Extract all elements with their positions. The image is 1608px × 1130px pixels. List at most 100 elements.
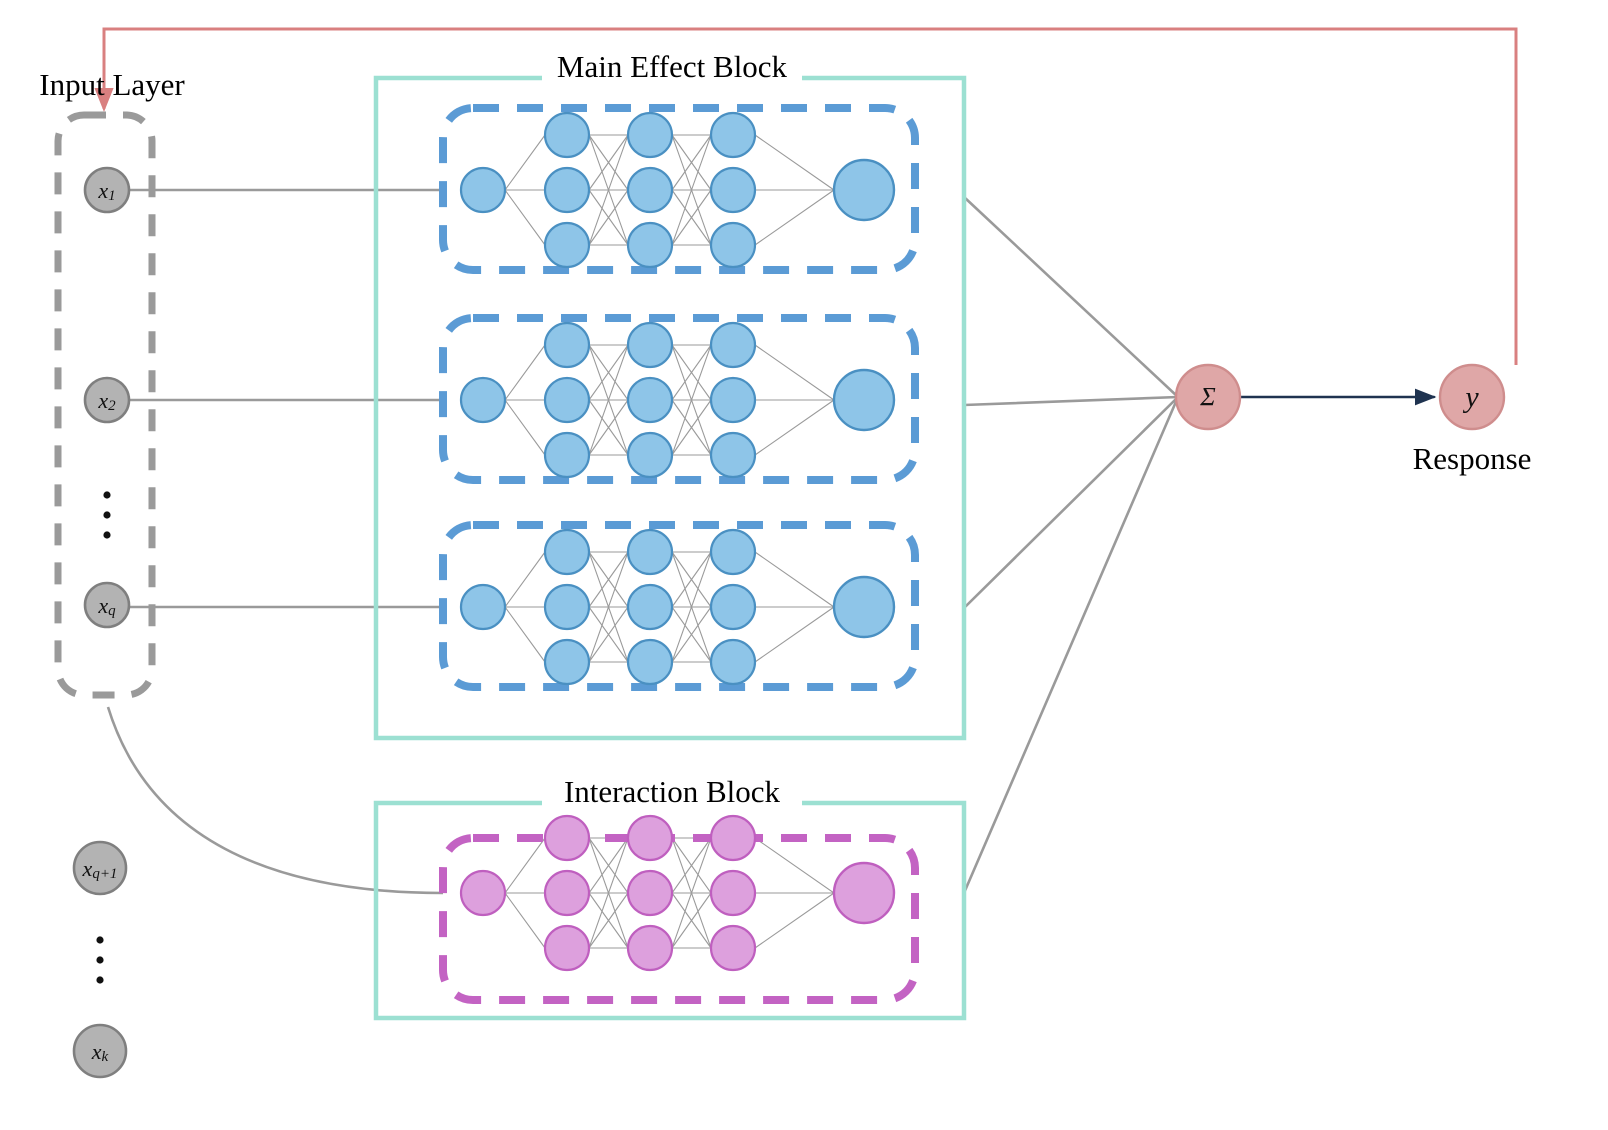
interaction-subnet-1-hidden-1-1 — [543, 814, 591, 862]
input-ellipsis-boxed — [103, 491, 111, 539]
interaction-subnet-1-edge-h2-h3 — [671, 837, 712, 949]
input-node-label-x1: x1 — [97, 178, 115, 205]
main-subnet-2-edge-h2-h3 — [671, 399, 712, 456]
interaction-subnet-1-hidden-1-3 — [543, 924, 591, 972]
input-node-xq1[interactable] — [72, 840, 128, 896]
main-subnet-1-edge-h2-h3 — [671, 189, 712, 246]
input-node-xq[interactable] — [83, 581, 131, 629]
connector-interaction-subnet-1-to-sigma — [962, 395, 1180, 895]
main-subnet-2-hidden-1-2 — [543, 376, 591, 424]
input-ellipsis-outside — [96, 936, 104, 984]
interaction-subnet-1-edge-h2-h3 — [671, 892, 712, 949]
main-subnet-2-edge-h1-h2 — [588, 344, 629, 401]
interaction-subnet-1-edge-in-h1 — [504, 837, 546, 894]
input-layer-title: Input Layer — [39, 67, 185, 102]
main-subnet-3-edge-h1-h2 — [588, 551, 629, 608]
main-subnet-3-edge-h2-h3 — [671, 551, 712, 608]
main-subnet-1-edge-h2-h3 — [671, 134, 712, 246]
main-subnet-2-hidden-1-1 — [543, 321, 591, 369]
main-subnet-1-hidden-3-1 — [709, 111, 757, 159]
main-subnet-2-edge-h1-h2 — [588, 344, 629, 456]
interaction-subnet-1-edge-h3-out — [754, 892, 835, 949]
main-subnet-2-hidden-1-3 — [543, 431, 591, 479]
connector-main-subnet-3-to-sigma — [962, 395, 1180, 610]
main-subnet-1-hidden-1-2 — [543, 166, 591, 214]
main-subnet-3-input-node — [459, 583, 507, 631]
input-node-label-xk: xk — [91, 1039, 109, 1066]
interaction-subnet-1-hidden-2-2 — [626, 869, 674, 917]
interaction-subnet-1-hidden-1-2 — [543, 869, 591, 917]
response-caption: Response — [1413, 441, 1532, 476]
main-subnet-3-dashed-border — [439, 521, 919, 691]
main-subnet-3-edge-in-h1 — [504, 606, 546, 663]
main-subnet-2-hidden-3-1 — [709, 321, 757, 369]
main-subnet-1-output-node — [832, 158, 896, 222]
interaction-block-title: Interaction Block — [564, 774, 781, 809]
main-subnet-2-edge-in-h1 — [504, 344, 546, 401]
main-subnet-2-hidden-2-3 — [626, 431, 674, 479]
input-node-label-xq: xq — [97, 593, 116, 620]
input-node-x2[interactable] — [83, 376, 131, 424]
feedback-loop-path — [94, 27, 1518, 365]
interaction-subnet-1-hidden-2-1 — [626, 814, 674, 862]
interaction-block-outer-frame — [373, 800, 967, 1021]
main-subnet-2-hidden-2-2 — [626, 376, 674, 424]
main-subnet-1-edge-h1-h2 — [588, 134, 629, 191]
main-subnet-1-edge-h3-out — [754, 134, 835, 191]
main-subnet-3-hidden-2-2 — [626, 583, 674, 631]
interaction-subnet-1-output-node — [832, 861, 896, 925]
input-node-x1[interactable] — [83, 166, 131, 214]
interaction-subnet-1-edge-h1-h2 — [588, 892, 629, 949]
interaction-subnet-1-edge-h2-h3 — [671, 837, 712, 894]
connector-main-subnet-1-to-sigma — [962, 195, 1180, 399]
input-layer-dashed-box — [54, 111, 156, 699]
main-subnet-3-edge-h2-h3 — [671, 606, 712, 663]
main-subnet-1-dashed-border — [439, 104, 919, 274]
main-subnet-3-edge-h1-h2 — [588, 606, 629, 663]
main-subnet-2-dashed-border — [439, 314, 919, 484]
main-subnet-1-hidden-3-3 — [709, 221, 757, 269]
main-subnet-2-edge-h1-h2 — [588, 399, 629, 456]
main-subnet-1-hidden-3-2 — [709, 166, 757, 214]
main-subnet-1-edge-h1-h2 — [588, 134, 629, 246]
response-node[interactable] — [1438, 363, 1506, 431]
interaction-subnet-1-hidden-3-3 — [709, 924, 757, 972]
main-subnet-2-edge-h2-h3 — [671, 344, 712, 401]
main-subnet-3-hidden-2-1 — [626, 528, 674, 576]
edge-layer — [94, 27, 1518, 949]
main-subnet-3-hidden-3-3 — [709, 638, 757, 686]
input-node-xk[interactable] — [72, 1023, 128, 1079]
main-subnet-2-hidden-3-3 — [709, 431, 757, 479]
main-subnet-2-input-node — [459, 376, 507, 424]
main-subnet-3-edge-h1-h2 — [588, 551, 629, 663]
main-subnet-1-edge-h2-h3 — [671, 134, 712, 191]
main-subnet-2-edge-in-h1 — [504, 399, 546, 456]
interaction-subnet-1-hidden-3-2 — [709, 869, 757, 917]
connector-main-subnet-2-to-sigma — [962, 395, 1180, 407]
sigma-node[interactable] — [1174, 363, 1242, 431]
main-subnet-3-edge-in-h1 — [504, 551, 546, 608]
main-subnet-3-hidden-1-3 — [543, 638, 591, 686]
main-subnet-1-input-node — [459, 166, 507, 214]
input-node-label-xq1: xq+1 — [82, 856, 118, 883]
main-subnet-2-edge-h2-h3 — [671, 344, 712, 456]
sigma-node-label: Σ — [1199, 383, 1216, 412]
main-subnet-3-hidden-1-2 — [543, 583, 591, 631]
main-subnet-1-edge-in-h1 — [504, 134, 546, 191]
interaction-subnet-1-hidden-3-1 — [709, 814, 757, 862]
main-subnet-1-hidden-1-1 — [543, 111, 591, 159]
main-subnet-1-edge-h1-h2 — [588, 189, 629, 246]
main-subnet-3-edge-h2-h3 — [671, 551, 712, 663]
main-subnet-2-edge-h3-out — [754, 344, 835, 401]
main-subnet-1-edge-h3-out — [754, 189, 835, 246]
interaction-subnet-1-edge-h3-out — [754, 837, 835, 894]
main-subnet-3-hidden-3-2 — [709, 583, 757, 631]
main-subnet-1-edge-in-h1 — [504, 189, 546, 246]
box-layer — [54, 75, 967, 1021]
main-subnet-3-hidden-3-1 — [709, 528, 757, 576]
main-subnet-1-hidden-2-3 — [626, 221, 674, 269]
main-subnet-1-hidden-2-1 — [626, 111, 674, 159]
interaction-subnet-1-edge-in-h1 — [504, 892, 546, 949]
